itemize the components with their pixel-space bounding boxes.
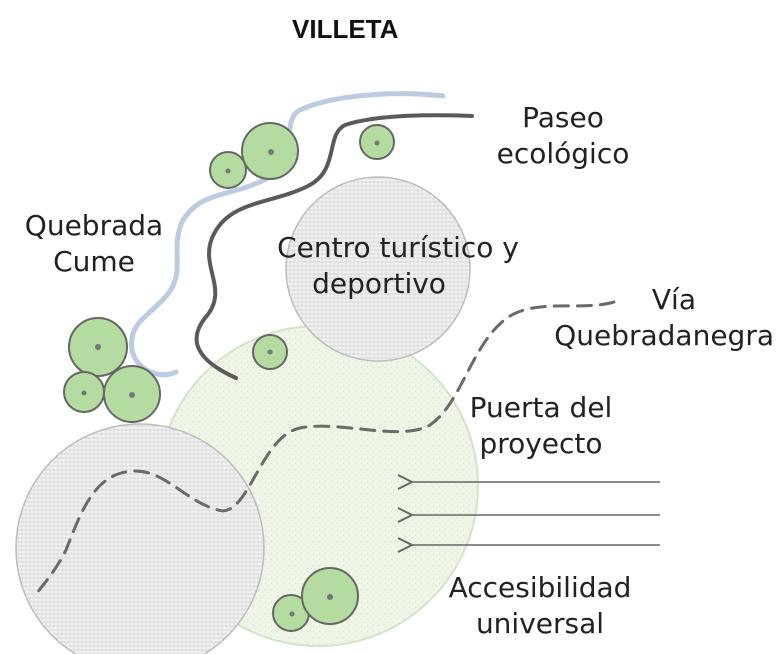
label-acces-line2: universal (475, 607, 605, 640)
label-accesibilidad: Accesibilidad universal (430, 570, 650, 642)
label-centro-line1: Centro turístico y (277, 231, 519, 264)
label-puerta-line1: Puerta del (469, 391, 613, 424)
label-paseo-line2: ecológico (496, 137, 630, 170)
tree-group-left (63, 317, 161, 423)
label-acces-line1: Accesibilidad (448, 571, 632, 604)
tree-center (252, 334, 288, 370)
label-via-quebradanegra: Vía Quebradanegra (530, 282, 774, 354)
zone-hatched-bottom (15, 423, 265, 654)
quebrada-cume-river (129, 91, 446, 378)
label-paseo-ecologico: Paseo ecológico (478, 100, 648, 172)
label-centro-turistico: Centro turístico y deportivo (268, 230, 528, 302)
label-paseo-line1: Paseo (522, 101, 604, 134)
tree-group-top (209, 122, 299, 189)
label-quebrada-line2: Cume (53, 245, 135, 278)
label-quebrada-cume: Quebrada Cume (14, 208, 174, 280)
tree-top-right (359, 124, 395, 160)
label-via-line2: Quebradanegra (554, 319, 774, 352)
centro-turistico-circle (285, 176, 471, 362)
page-title: VILLETA (292, 14, 399, 44)
label-puerta-line2: proyecto (479, 427, 603, 460)
label-quebrada-line1: Quebrada (24, 209, 164, 242)
paseo-ecologico-path (194, 113, 474, 380)
tree-group-bottom (272, 567, 359, 632)
label-centro-line2: deportivo (312, 267, 446, 300)
label-via-line1: Vía (651, 283, 696, 316)
via-quebradanegra-road (34, 300, 616, 596)
label-puerta-proyecto: Puerta del proyecto (456, 390, 626, 462)
